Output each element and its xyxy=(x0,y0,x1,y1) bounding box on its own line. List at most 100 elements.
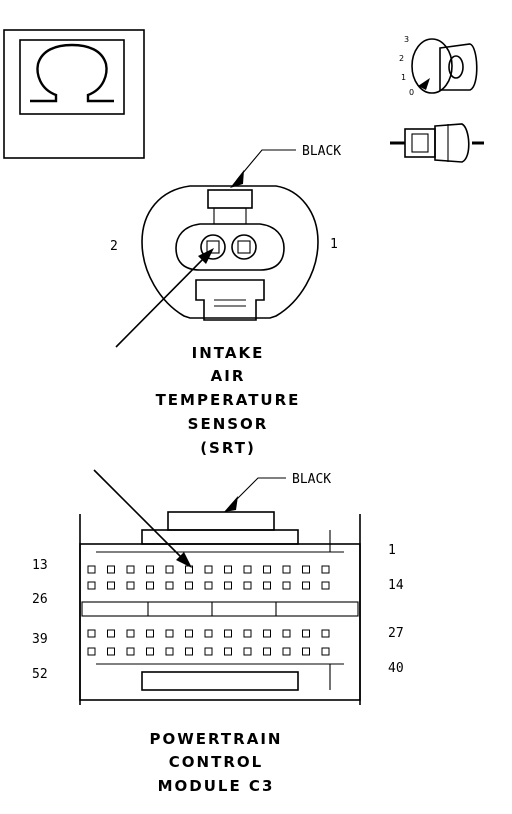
pcm-pin xyxy=(224,629,232,638)
sensor-color-label: BLACK xyxy=(302,144,341,159)
sensor-title: INTAKE AIR TEMPERATURE SENSOR (SRT) xyxy=(156,344,301,457)
pcm-pin xyxy=(107,581,115,590)
pcm-pin xyxy=(282,581,291,590)
pcm-pin xyxy=(146,647,154,656)
pcm-pin xyxy=(263,581,271,590)
pcm-pin xyxy=(126,647,135,656)
pcm-pin xyxy=(185,629,193,638)
pcm-pin xyxy=(146,581,154,590)
pcm-pin xyxy=(87,647,96,656)
pcm-title-line-3: MODULE C3 xyxy=(158,777,275,795)
pcm-pin xyxy=(126,565,135,574)
pcm-pin xyxy=(126,629,135,638)
pcm-callout-line xyxy=(229,477,286,507)
ignition-pos-3: 3 xyxy=(404,35,409,44)
pcm-pin-grid xyxy=(87,565,330,656)
pcm-pin xyxy=(282,647,291,656)
pcm-label-27: 27 xyxy=(388,626,404,641)
ohm-frame-outer xyxy=(3,29,145,159)
pcm-pin xyxy=(224,647,232,656)
pcm-pin xyxy=(165,629,174,638)
pcm-callout-arrow xyxy=(224,496,238,512)
pcm-title: POWERTRAIN CONTROL MODULE C3 xyxy=(150,730,283,795)
pcm-label-1: 1 xyxy=(388,543,396,558)
pcm-pin xyxy=(302,581,310,590)
pcm-title-line-2: CONTROL xyxy=(169,753,263,771)
sensor-cavity xyxy=(175,223,285,271)
pcm-pin xyxy=(243,629,252,638)
pcm-color-label: BLACK xyxy=(292,472,331,487)
ignition-switch-icon: 3 2 1 0 xyxy=(399,35,478,97)
pcm-label-26: 26 xyxy=(32,592,48,607)
pcm-pin xyxy=(282,565,291,574)
ignition-key-head xyxy=(439,43,478,91)
ignition-cylinder xyxy=(411,38,453,94)
pcm-pin xyxy=(185,647,193,656)
pcm-pin xyxy=(263,629,271,638)
sensor-callout-arrow xyxy=(230,170,244,188)
pcm-pin xyxy=(146,629,154,638)
pcm-pin xyxy=(107,565,115,574)
pcm-pin xyxy=(165,647,174,656)
pcm-probe-line xyxy=(93,469,185,561)
ohm-icon xyxy=(30,43,114,103)
ohmmeter-symbol xyxy=(3,29,145,159)
sensor-probe-arrow xyxy=(198,248,214,264)
ignition-pos-0: 0 xyxy=(409,88,414,97)
ignition-pointer xyxy=(418,78,430,90)
pcm-pin xyxy=(204,629,213,638)
pcm-pin xyxy=(263,565,271,574)
pcm-label-40: 40 xyxy=(388,661,404,676)
pcm-pin xyxy=(321,647,330,656)
sensor-lock-tab xyxy=(195,279,265,321)
pcm-pin xyxy=(321,629,330,638)
ignition-pos-1: 1 xyxy=(401,73,406,82)
sensor-latch-inner xyxy=(213,207,247,225)
ohm-frame-inner xyxy=(19,39,125,115)
connector-side-icon xyxy=(390,123,484,163)
pcm-pin xyxy=(165,581,174,590)
pcm-pin xyxy=(302,647,310,656)
sensor-title-line-5: (SRT) xyxy=(200,439,256,457)
pcm-pin xyxy=(204,647,213,656)
pcm-pin xyxy=(282,629,291,638)
pcm-pin xyxy=(165,565,174,574)
pcm-pin xyxy=(107,629,115,638)
sensor-housing xyxy=(141,185,319,319)
pcm-pin xyxy=(126,581,135,590)
pcm-pin xyxy=(321,565,330,574)
sensor-title-line-1: INTAKE xyxy=(192,344,265,362)
sensor-title-line-3: TEMPERATURE xyxy=(156,391,301,409)
pcm-pin xyxy=(87,629,96,638)
pcm-label-13: 13 xyxy=(32,558,48,573)
pcm-pin xyxy=(243,647,252,656)
sensor-pin-2 xyxy=(200,234,226,260)
sensor-title-line-4: SENSOR xyxy=(188,415,269,433)
ignition-key-hole xyxy=(448,55,464,79)
pcm-pin xyxy=(243,565,252,574)
sensor-pin-1 xyxy=(231,234,257,260)
pcm-label-14: 14 xyxy=(388,578,404,593)
pcm-pin xyxy=(263,647,271,656)
pcm-pin xyxy=(87,565,96,574)
pcm-bottom-latch xyxy=(141,671,299,691)
sensor-title-line-2: AIR xyxy=(211,367,246,385)
sensor-latch xyxy=(207,189,253,209)
pcm-connector: BLACK 13 26 39 52 1 14 27 40 xyxy=(32,469,404,705)
pcm-divider xyxy=(81,601,359,617)
pcm-pin xyxy=(204,565,213,574)
pcm-pin xyxy=(243,581,252,590)
pcm-housing xyxy=(79,543,361,701)
pcm-pin xyxy=(107,647,115,656)
pcm-pin xyxy=(302,629,310,638)
pcm-pin xyxy=(224,581,232,590)
pcm-pin xyxy=(302,565,310,574)
sensor-pin-left-label: 2 xyxy=(110,239,118,254)
pcm-title-line-1: POWERTRAIN xyxy=(150,730,283,748)
pcm-pin xyxy=(185,581,193,590)
pcm-pin xyxy=(321,581,330,590)
ignition-pos-2: 2 xyxy=(399,54,404,63)
pcm-probe-arrow xyxy=(176,552,192,568)
